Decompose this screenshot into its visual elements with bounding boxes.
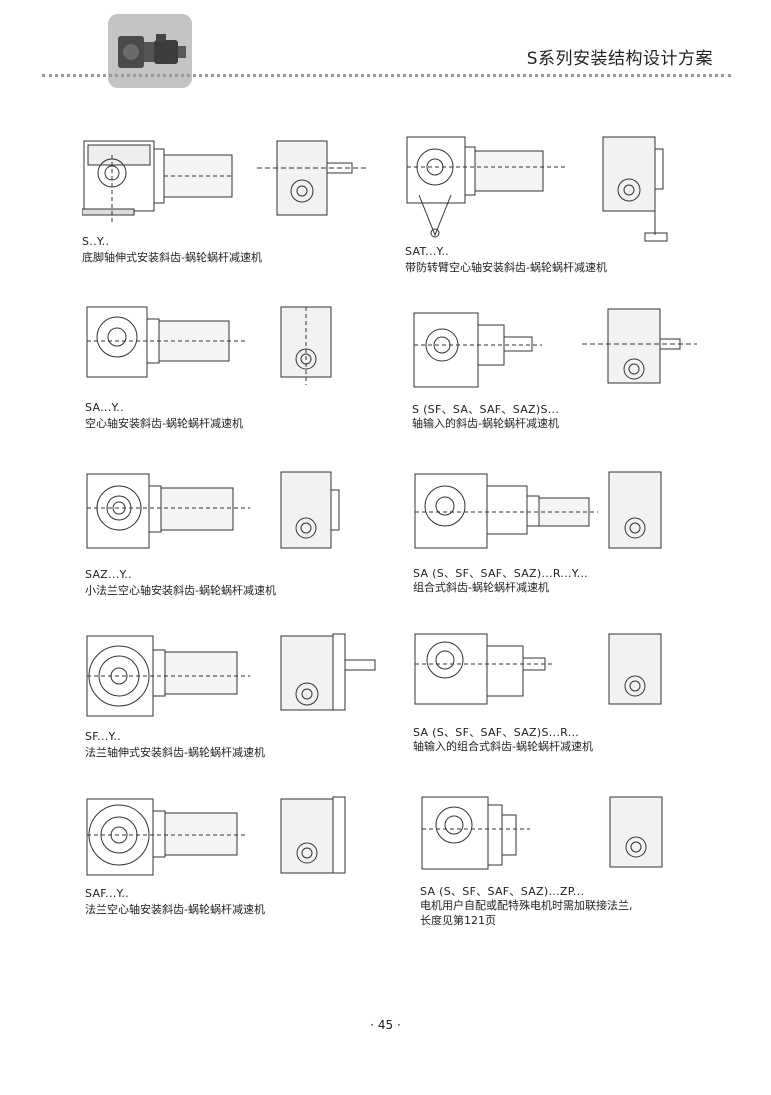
- reducer-diagram: [86, 471, 340, 549]
- entry-sat-y: SAT...Y.. 带防转臂空心轴安装斜齿-蜗轮蜗杆减速机: [405, 135, 735, 295]
- reducer-diagram: [414, 471, 662, 549]
- model-code: SAZ...Y..: [85, 568, 132, 581]
- model-description: 小法兰空心轴安装斜齿-蜗轮蜗杆减速机: [85, 584, 276, 597]
- entry-s-shaft-input: S (SF、SA、SAF、SAZ)S... 轴输入的斜齿-蜗轮蜗杆减速机: [412, 305, 742, 465]
- entry-s-y: S..Y.. 底脚轴伸式安装斜齿-蜗轮蜗杆减速机: [82, 135, 412, 295]
- model-code: SA...Y..: [85, 401, 124, 414]
- header-product-photo: [108, 14, 192, 88]
- model-code: SAT...Y..: [405, 245, 449, 258]
- reducer-diagram: [413, 308, 697, 388]
- model-description: 空心轴安装斜齿-蜗轮蜗杆减速机: [85, 417, 243, 430]
- model-description: 法兰空心轴安装斜齿-蜗轮蜗杆减速机: [85, 903, 265, 916]
- model-code: SA (S、SF、SAF、SAZ)S...R...: [413, 726, 580, 739]
- reducer-diagram: [414, 633, 662, 705]
- entry-saf-y: SAF...Y.. 法兰空心轴安装斜齿-蜗轮蜗杆减速机: [85, 795, 415, 955]
- model-description: 轴输入的组合式斜齿-蜗轮蜗杆减速机: [413, 740, 593, 753]
- model-description: 带防转臂空心轴安装斜齿-蜗轮蜗杆减速机: [405, 261, 607, 274]
- model-description-note: 长度见第121页: [420, 914, 496, 927]
- model-code: SA (S、SF、SAF、SAZ)...ZP...: [420, 885, 585, 898]
- reducer-diagram: [86, 796, 346, 876]
- entry-sa-zp: SA (S、SF、SAF、SAZ)...ZP... 电机用户自配或配特殊电机时需…: [420, 795, 750, 955]
- reducer-diagram: [406, 136, 668, 242]
- entry-sa-y: SA...Y.. 空心轴安装斜齿-蜗轮蜗杆减速机: [85, 305, 415, 465]
- entry-sa-combined-r-y: SA (S、SF、SAF、SAZ)...R...Y... 组合式斜齿-蜗轮蜗杆减…: [413, 470, 743, 630]
- entry-sf-y: SF...Y.. 法兰轴伸式安装斜齿-蜗轮蜗杆减速机: [85, 632, 415, 792]
- model-code: SA (S、SF、SAF、SAZ)...R...Y...: [413, 567, 588, 580]
- entry-sa-shaft-input-r: SA (S、SF、SAF、SAZ)S...R... 轴输入的组合式斜齿-蜗轮蜗杆…: [413, 632, 743, 792]
- entry-saz-y: SAZ...Y.. 小法兰空心轴安装斜齿-蜗轮蜗杆减速机: [85, 470, 415, 630]
- page-number: · 45 ·: [370, 1018, 401, 1032]
- page-title: S系列安装结构设计方案: [526, 49, 713, 69]
- reducer-diagram: [82, 140, 367, 225]
- header-divider: [42, 74, 731, 77]
- model-description: 底脚轴伸式安装斜齿-蜗轮蜗杆减速机: [82, 251, 262, 264]
- model-code: S..Y..: [82, 235, 110, 248]
- model-description: 法兰轴伸式安装斜齿-蜗轮蜗杆减速机: [85, 746, 265, 759]
- model-code: S (SF、SA、SAF、SAZ)S...: [412, 403, 560, 416]
- model-code: SF...Y..: [85, 730, 121, 743]
- reducer-diagram: [86, 306, 332, 385]
- model-description: 组合式斜齿-蜗轮蜗杆减速机: [413, 581, 549, 594]
- model-description: 电机用户自配或配特殊电机时需加联接法兰,: [420, 899, 633, 912]
- reducer-diagram: [86, 633, 376, 717]
- model-code: SAF...Y..: [85, 887, 129, 900]
- model-description: 轴输入的斜齿-蜗轮蜗杆减速机: [412, 417, 559, 430]
- reducer-diagram: [421, 796, 663, 870]
